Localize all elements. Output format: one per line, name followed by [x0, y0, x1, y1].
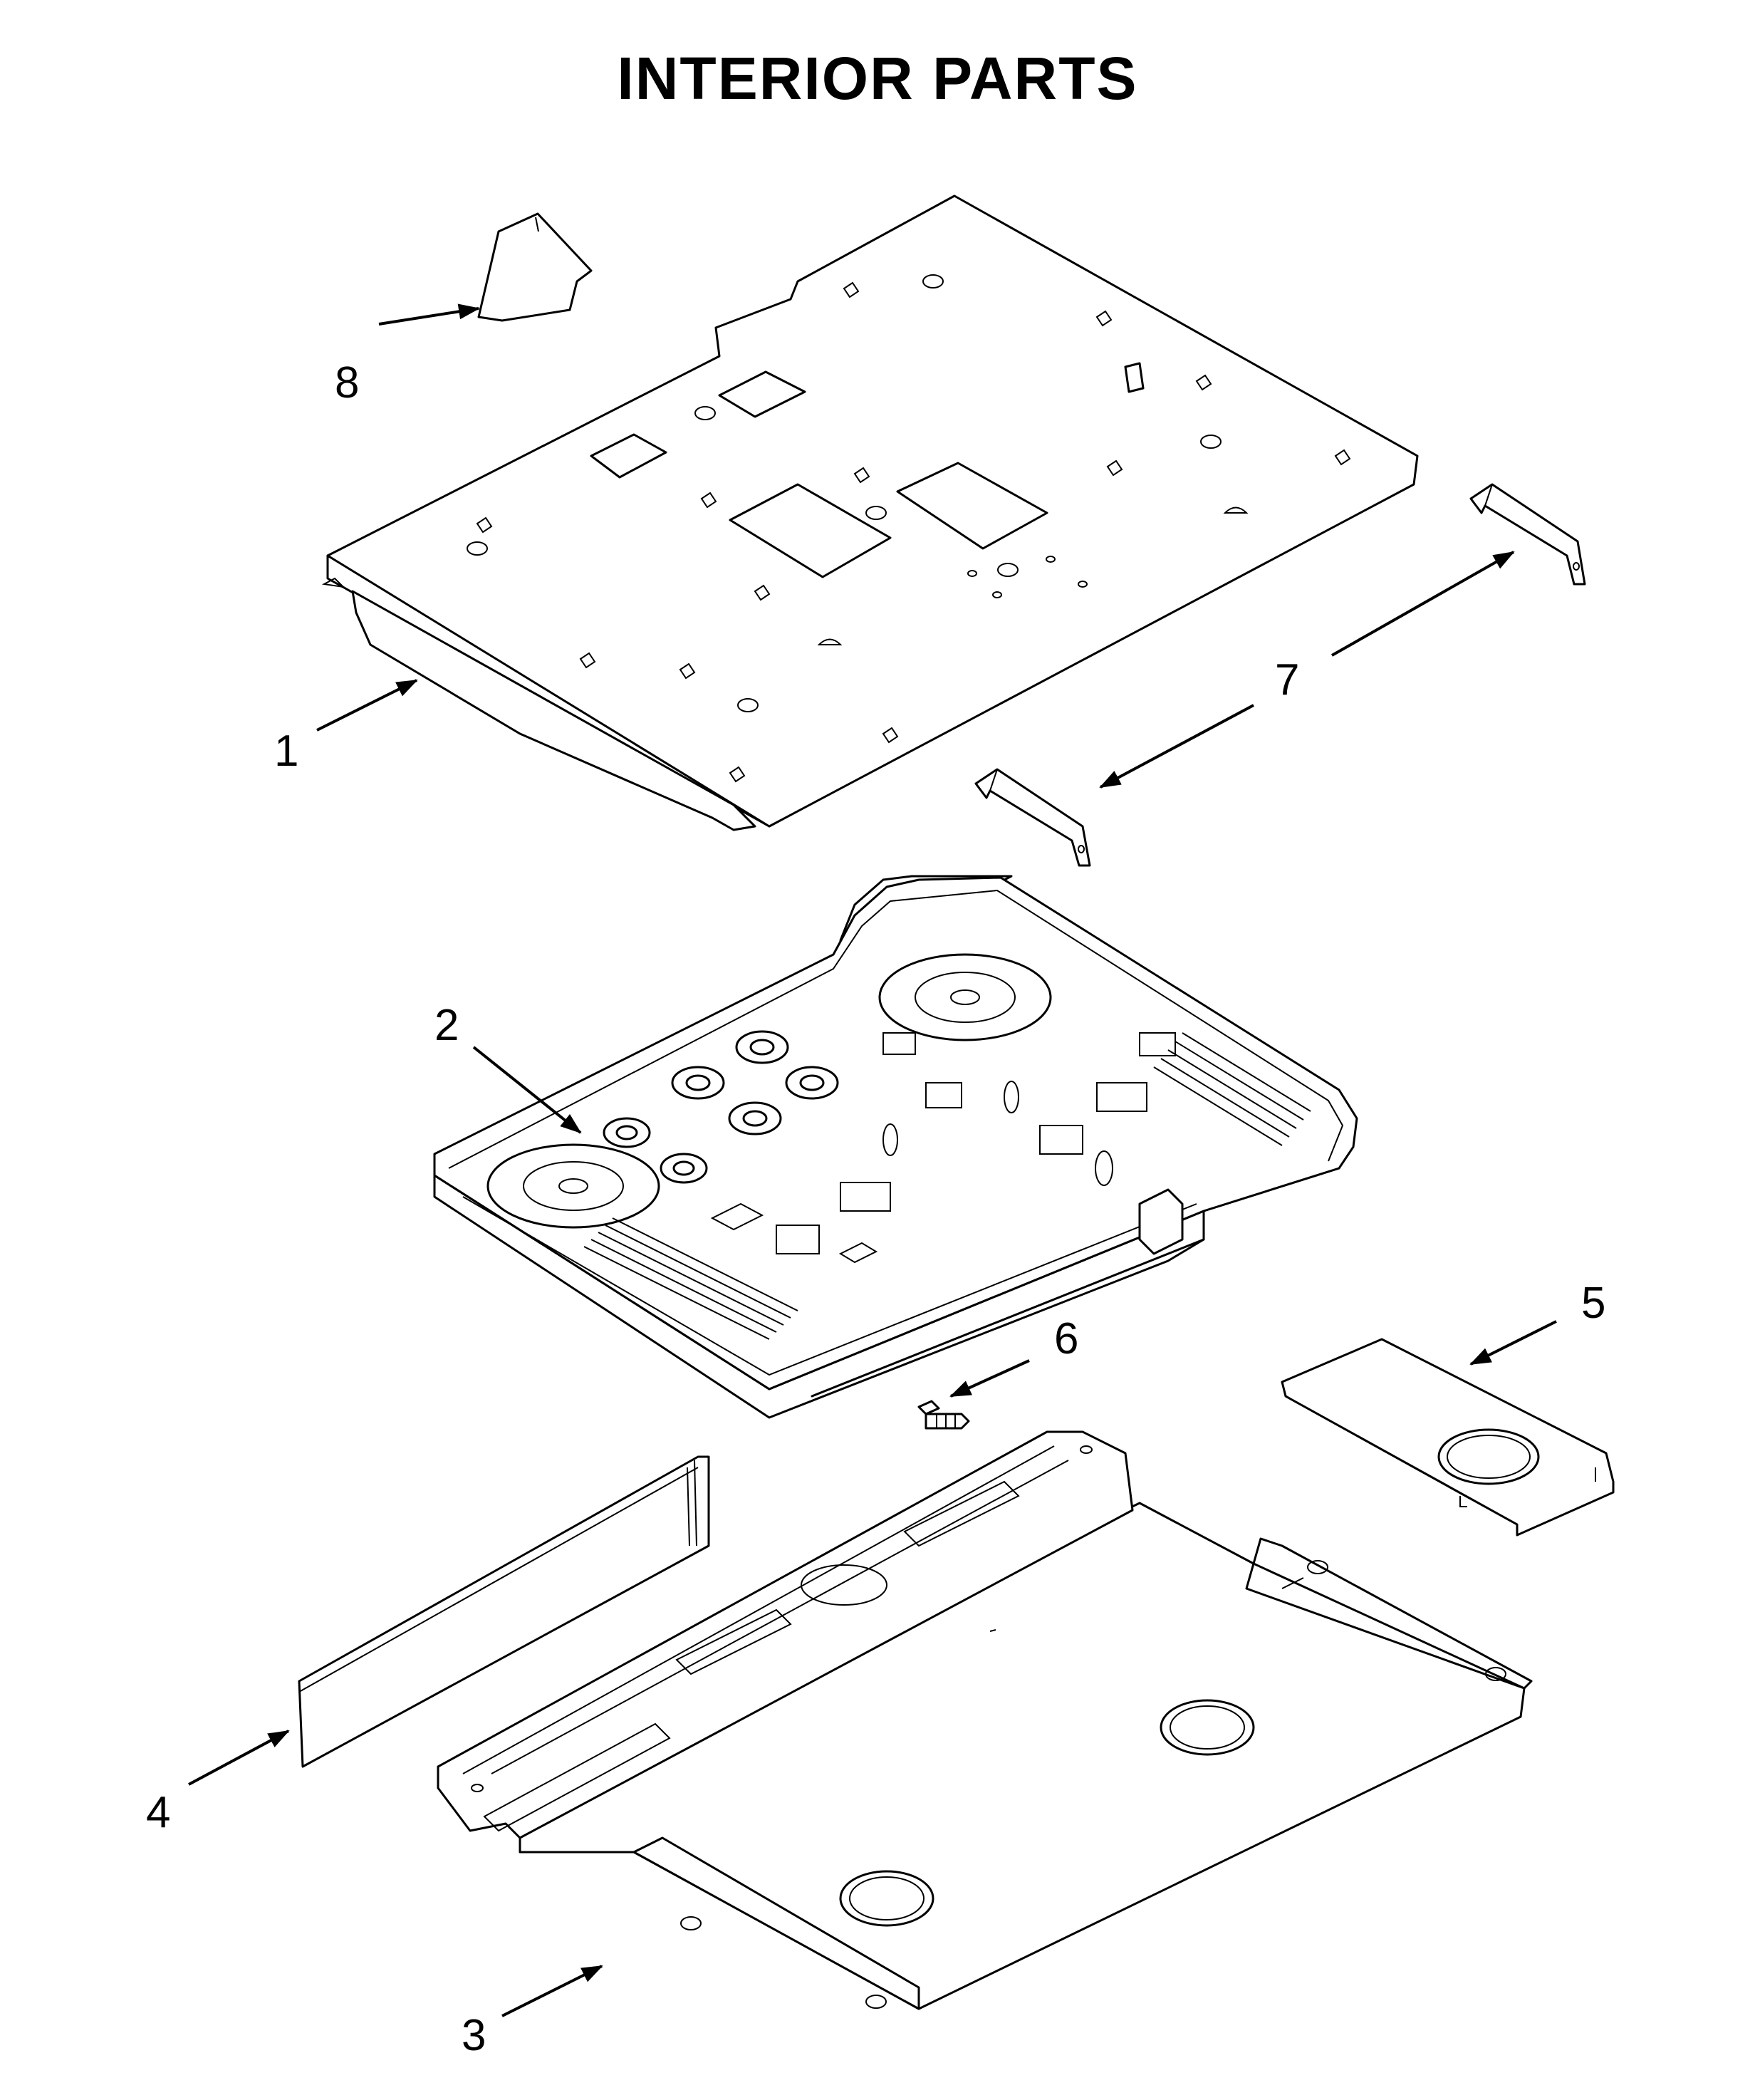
part-5-fan-cover [1281, 1338, 1615, 1537]
callout-3: 3 [462, 2011, 486, 2060]
part-8-shield [477, 212, 593, 322]
part-6-screw [917, 1400, 970, 1430]
part-7-bracket-right [1469, 483, 1586, 586]
part-4-side-baffle [298, 1455, 710, 1768]
page-title: INTERIOR PARTS [617, 45, 1138, 112]
callout-4: 4 [146, 1788, 170, 1837]
callout-arrows [188, 303, 1557, 2017]
callout-6: 6 [1054, 1314, 1078, 1363]
callout-5: 5 [1581, 1279, 1605, 1328]
callout-2: 2 [434, 1001, 459, 1050]
part-3-bottom-tray [437, 1430, 1533, 2010]
callout-7: 7 [1275, 655, 1299, 705]
part-1-top-panel [321, 194, 1419, 831]
part-7-bracket-left [974, 562, 1580, 867]
callout-labels: 8 1 7 2 6 5 4 3 [146, 358, 1605, 2060]
callout-8: 8 [335, 358, 359, 407]
callout-1: 1 [274, 727, 298, 776]
part-2-induction-module [433, 875, 1358, 1419]
